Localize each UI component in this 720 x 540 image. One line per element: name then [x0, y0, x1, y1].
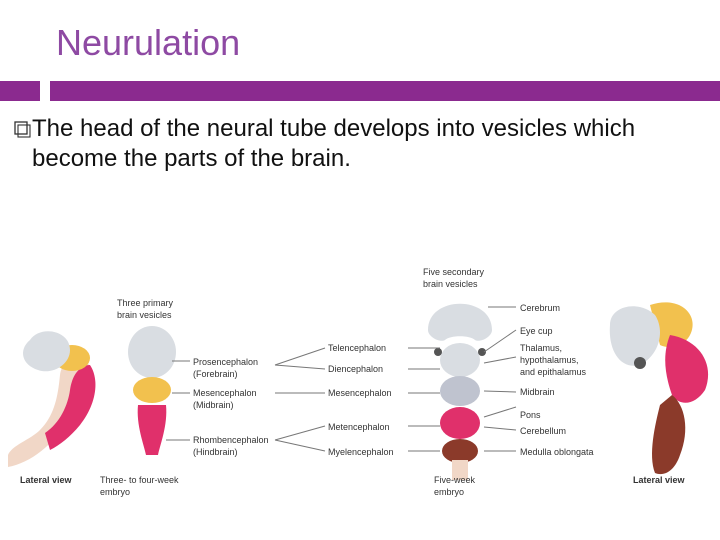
- secondary-vesicles: [428, 303, 492, 480]
- outcome-cerebrum: Cerebrum: [520, 303, 560, 313]
- primary-header-line2: brain vesicles: [117, 310, 172, 320]
- secondary-header-line1: Five secondary: [423, 267, 485, 277]
- primary-label-forebrain: (Forebrain): [193, 369, 238, 379]
- secondary-header-line2: brain vesicles: [423, 279, 478, 289]
- outcome-cerebellum: Cerebellum: [520, 426, 566, 436]
- outcome-medulla: Medulla oblongata: [520, 447, 594, 457]
- outcome-eye-cup: Eye cup: [520, 326, 553, 336]
- secondary-label-mesencephalon: Mesencephalon: [328, 388, 392, 398]
- primary-label-rhombencephalon: Rhombencephalon: [193, 435, 269, 445]
- primary-label-midbrain: (Midbrain): [193, 400, 234, 410]
- outcome-hypothalamus: hypothalamus,: [520, 355, 579, 365]
- brain-vesicles-figure: Three primary brain vesicles Five second…: [8, 267, 709, 497]
- title-rule-small: [0, 81, 40, 101]
- secondary-label-myelencephalon: Myelencephalon: [328, 447, 394, 457]
- right-lateral-embryo: [609, 302, 709, 475]
- secondary-label-metencephalon: Metencephalon: [328, 422, 390, 432]
- embryo-right-line2: embryo: [434, 487, 464, 497]
- lateral-view-left: Lateral view: [20, 475, 73, 485]
- primary-header-line1: Three primary: [117, 298, 174, 308]
- primary-label-hindbrain: (Hindbrain): [193, 447, 238, 457]
- secondary-label-telencephalon: Telencephalon: [328, 343, 386, 353]
- left-lateral-embryo: [8, 331, 96, 467]
- bullet-text: The head of the neural tube develops int…: [32, 115, 636, 172]
- outcome-pons: Pons: [520, 410, 541, 420]
- secondary-label-diencephalon: Diencephalon: [328, 364, 383, 374]
- embryo-left-line2: embryo: [100, 487, 130, 497]
- primary-vesicles: [128, 326, 176, 455]
- outcome-epithalamus: and epithalamus: [520, 367, 587, 377]
- primary-label-prosencephalon: Prosencephalon: [193, 357, 258, 367]
- title-rule: [50, 81, 720, 101]
- lateral-view-right: Lateral view: [633, 475, 686, 485]
- primary-label-mesencephalon: Mesencephalon: [193, 388, 257, 398]
- slide-title: Neurulation: [56, 22, 241, 63]
- outcome-midbrain: Midbrain: [520, 387, 555, 397]
- embryo-left-line1: Three- to four-week: [100, 475, 179, 485]
- outcome-thalamus: Thalamus,: [520, 343, 562, 353]
- square-bullet-icon: [14, 121, 31, 138]
- embryo-right-line1: Five-week: [434, 475, 476, 485]
